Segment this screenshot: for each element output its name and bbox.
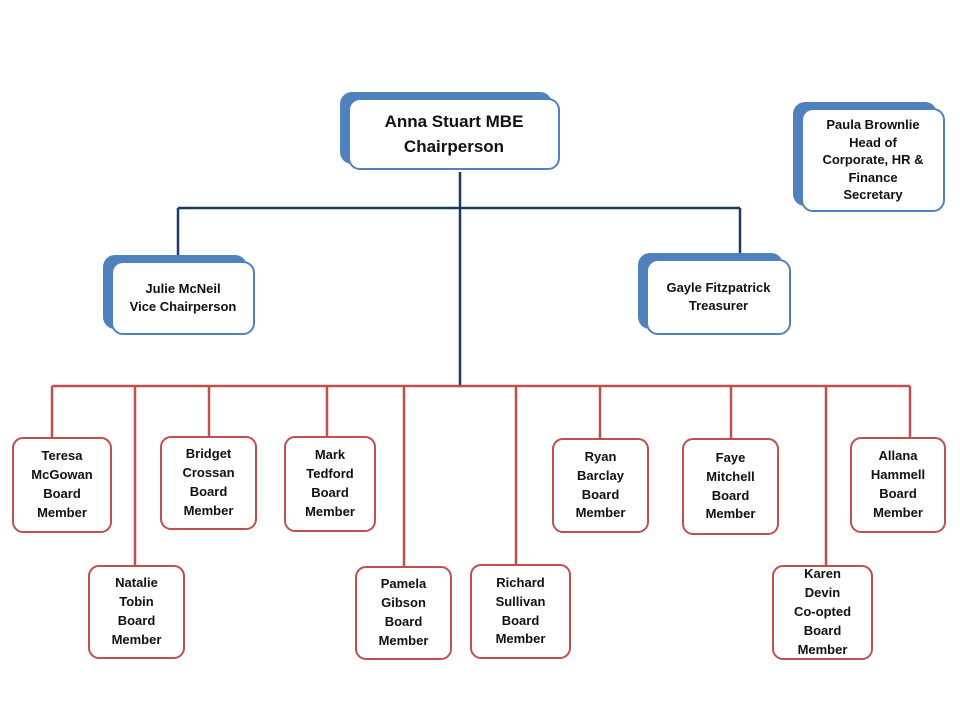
node-label-line: Treasurer	[688, 298, 749, 313]
node-label-line: Member	[111, 631, 162, 647]
node-label-line: Co-opted	[793, 604, 852, 620]
node-label-line: McGowan	[31, 467, 93, 483]
node-label-line: Corporate, HR &	[822, 152, 924, 168]
node-label-line: Secretary	[843, 187, 903, 203]
node-label-line: Finance	[848, 169, 898, 185]
node-label-line: Member	[378, 632, 429, 648]
node-label-line: Board	[189, 484, 228, 499]
node-label-line: Barclay	[577, 467, 624, 483]
node-label-line: Devin	[804, 585, 841, 601]
node-label-line: Mark	[314, 447, 346, 463]
node-label-line: Sullivan	[495, 593, 546, 609]
node-label-line: Member	[797, 641, 848, 657]
node-label-line: Ryan	[584, 448, 617, 464]
node-label-line: Pamela	[380, 576, 427, 592]
node-label-line: Member	[305, 503, 355, 519]
node-label-line: Member	[37, 504, 87, 520]
chairperson-box: Anna Stuart MBE Chairperson	[348, 98, 560, 170]
node-label-line: Member	[183, 502, 234, 518]
node-label-line: Mitchell	[706, 468, 755, 484]
node-label-line: Allana	[878, 448, 918, 464]
node-label-line: Tedford	[306, 466, 354, 482]
node-label-line: Julie McNeil	[145, 281, 221, 297]
node-label-line: Head of	[849, 134, 897, 150]
node-label-line: Board	[384, 614, 423, 629]
node-label-line: Board	[117, 613, 156, 628]
node-label-line: Tobin	[119, 594, 154, 610]
node-label-line: Board	[501, 612, 540, 628]
node-label-line: Board	[581, 486, 620, 502]
node-label-line: Board	[311, 485, 349, 500]
node-label-line: Crossan	[182, 465, 235, 481]
node-label-line: Board	[43, 486, 81, 501]
node-label-line: Chairperson	[403, 137, 505, 156]
node-label-line: Member	[495, 631, 546, 647]
node-label-line: Anna Stuart MBE	[384, 111, 524, 131]
node-label-line: Richard	[496, 574, 545, 590]
node-label-line: Karen	[804, 566, 841, 582]
node-label-line: Gibson	[381, 595, 426, 611]
node-label-line: Board	[879, 486, 917, 501]
node-label-line: Member	[873, 504, 923, 520]
node-label-line: Paula Brownlie	[826, 117, 920, 133]
node-label-line: Faye	[715, 449, 746, 465]
node-label-line: Hammell	[870, 467, 926, 483]
node-label-line: Bridget	[185, 446, 232, 462]
node-label-line: Gayle Fitzpatrick	[666, 280, 771, 296]
node-label-line: Board	[803, 622, 842, 638]
node-label-line: Natalie	[115, 575, 158, 591]
node-label-line: Board	[711, 487, 750, 503]
node-label-line: Member	[705, 506, 756, 522]
node-label-line: Member	[575, 505, 626, 521]
node-label-line: Vice Chairperson	[129, 299, 237, 314]
node-label-line: Teresa	[41, 448, 83, 464]
